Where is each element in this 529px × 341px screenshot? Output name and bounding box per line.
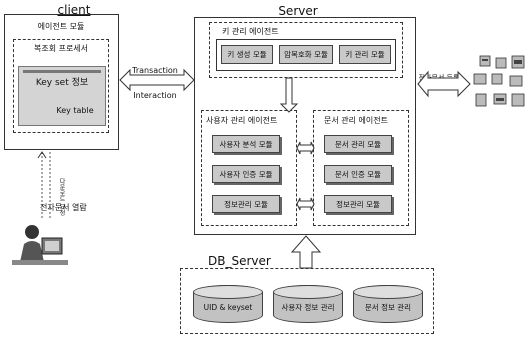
document-icons-cluster — [472, 54, 528, 114]
key-gen-module: 키 생성 모듈 — [221, 45, 273, 64]
server-title: Server — [278, 4, 318, 18]
uid-keyset-store: UID & keyset — [193, 285, 263, 323]
doc-auth-module: 문서 인증 모듈 — [324, 165, 392, 183]
interaction-label: Interaction — [133, 91, 177, 100]
user-auth-module: 사용자 인증 모듈 — [212, 165, 280, 183]
user-analysis-module: 사용자 분석 모듈 — [212, 135, 280, 153]
key-manage-module: 키 관리 모듈 — [339, 45, 391, 64]
user-info-store-label: 사용자 정보 관리 — [281, 302, 335, 312]
download-request-label: 다운로드 요청 — [58, 178, 65, 216]
key-agent-label: 키 관리 에이전트 — [222, 27, 279, 36]
doc-info-store: 문서 정보 관리 — [353, 285, 423, 323]
user-info-module: 정보관리 모듈 — [212, 195, 280, 213]
key-set-panel: Key set 정보 Key table — [18, 66, 106, 126]
server-box: 키 관리 에이전트 키 생성 모듈 암복호화 모듈 키 관리 모듈 사용자 관리… — [194, 17, 416, 235]
agent-module-label: 에이전트 모듈 — [37, 22, 85, 31]
key-set-label: Key set 정보 — [35, 78, 89, 88]
doc-agent-box: 문서 관리 에이전트 문서 관리 모듈 문서 인증 모듈 정보관리 모듈 — [313, 110, 409, 226]
user-info-store: 사용자 정보 관리 — [273, 285, 343, 323]
query-processor-label: 복조회 프로세서 — [33, 44, 89, 53]
doc-info-module: 정보관리 모듈 — [324, 195, 392, 213]
user-agent-box: 사용자 관리 에이전트 사용자 분석 모듈 사용자 인증 모듈 정보관리 모듈 — [201, 110, 297, 226]
uid-keyset-label: UID & keyset — [203, 302, 253, 312]
db-server-box: UID & keyset 사용자 정보 관리 문서 정보 관리 — [180, 268, 434, 334]
divider-bar — [23, 70, 101, 73]
user-at-computer-icon — [10, 222, 70, 267]
key-module-group: 키 생성 모듈 암복호화 모듈 키 관리 모듈 — [216, 39, 396, 71]
encryption-module: 암복호화 모듈 — [279, 45, 333, 64]
client-title: client — [57, 3, 91, 17]
doc-manage-module: 문서 관리 모듈 — [324, 135, 392, 153]
transaction-label: Transaction — [132, 66, 178, 75]
view-document-label: 전자문서 열람 — [40, 203, 87, 212]
query-processor-box: 복조회 프로세서 Key set 정보 Key table — [13, 39, 109, 133]
key-table-label: Key table — [56, 106, 94, 115]
key-agent-box: 키 관리 에이전트 키 생성 모듈 암복호화 모듈 키 관리 모듈 — [209, 22, 403, 78]
user-agent-label: 사용자 관리 에이전트 — [206, 116, 278, 125]
doc-info-store-label: 문서 정보 관리 — [364, 302, 412, 312]
client-box: 에이전트 모듈 복조회 프로세서 Key set 정보 Key table — [4, 14, 119, 150]
db-server-title: DB_Server — [208, 254, 271, 268]
doc-agent-label: 문서 관리 에이전트 — [324, 116, 388, 125]
